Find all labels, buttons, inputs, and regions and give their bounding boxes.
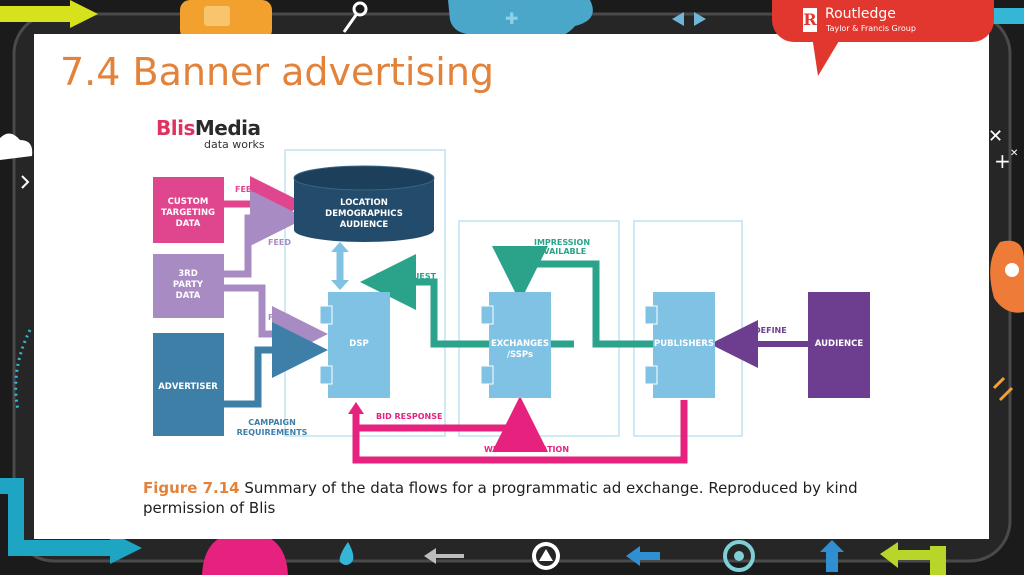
custom-label-3: DATA <box>176 219 201 229</box>
impression-label-2: AVAILABLE <box>538 247 586 256</box>
teal-arrow-icon <box>0 478 142 564</box>
win-notification-label: WIN NOTIFICATION <box>484 445 569 454</box>
publisher-name: Routledge <box>825 6 896 22</box>
feed-flow-third-party-db <box>224 190 306 278</box>
figure-caption-text: Summary of the data flows for a programm… <box>143 479 858 517</box>
blis-logo-name: Media <box>194 116 261 140</box>
database-label-1: LOCATION <box>340 198 388 208</box>
blis-logo-mark: Blis <box>156 116 195 140</box>
audience-label: AUDIENCE <box>815 339 864 349</box>
bid-response-label: BID RESPONSE <box>376 412 442 421</box>
advertiser-node <box>153 333 224 436</box>
target-icon <box>723 540 755 572</box>
third-party-label-3: DATA <box>176 291 201 301</box>
svg-text:✕: ✕ <box>988 126 1003 147</box>
custom-label-1: CUSTOM <box>168 197 209 207</box>
drop-icon <box>339 542 354 565</box>
up-arrow-icon <box>820 540 844 572</box>
left-arrow-icon <box>424 548 464 564</box>
left-cloud-icon <box>0 133 33 189</box>
figure-caption: Figure 7.14 Summary of the data flows fo… <box>143 478 863 518</box>
key-icon <box>342 1 368 33</box>
win-notification-flow <box>352 400 688 464</box>
blue-left-arrow-icon <box>626 546 660 566</box>
database-label-3: AUDIENCE <box>340 220 389 230</box>
database-label-2: DEMOGRAPHICS <box>325 209 403 219</box>
chevrons-icon <box>672 12 706 26</box>
impression-label-1: IMPRESSION <box>534 238 590 247</box>
blis-logo: BlisMedia data works <box>156 116 265 151</box>
feed-label-2: FEED <box>268 238 291 247</box>
slide-title: 7.4 Banner advertising <box>60 50 495 94</box>
feed-label-1: FEED <box>235 185 258 194</box>
advertiser-label: ADVERTISER <box>158 382 218 392</box>
impression-flow <box>492 246 654 348</box>
dsp-node <box>319 292 390 398</box>
db-dsp-arrowheads <box>331 242 349 290</box>
custom-targeting-node <box>153 177 224 243</box>
feed-label-3: FEED <box>268 313 291 322</box>
svg-text:✕: ✕ <box>1010 148 1018 159</box>
third-party-node <box>153 254 224 318</box>
close-plus-icon: ✕ + ✕ <box>988 126 1018 173</box>
dsp-label: DSP <box>349 339 368 349</box>
figure-number: Figure 7.14 <box>143 479 240 497</box>
exchanges-node <box>480 292 551 398</box>
blis-logo-tagline: data works <box>204 138 265 151</box>
badge-tail <box>812 36 842 76</box>
magenta-circle-icon <box>202 532 288 575</box>
third-party-label-1: 3RD <box>178 269 198 279</box>
define-label: DEFINE <box>754 326 787 335</box>
yellow-arrow-icon <box>0 0 98 28</box>
campaign-label-2: REQUIREMENTS <box>237 428 308 437</box>
publishers-node <box>644 292 715 398</box>
campaign-label-1: CAMPAIGN <box>248 418 296 427</box>
feed-flow-third-party-dsp <box>224 284 328 362</box>
exchanges-label-1: EXCHANGES <box>491 339 549 349</box>
campaign-flow <box>224 322 328 408</box>
publishers-label: PUBLISHERS <box>654 339 714 349</box>
green-arrow-icon <box>880 542 946 575</box>
audience-node <box>808 292 870 398</box>
exchanges-label-2: /SSPs <box>507 350 533 360</box>
person-pin-icon <box>990 240 1024 313</box>
svg-text:+: + <box>994 149 1011 173</box>
win-arrowhead <box>348 402 364 414</box>
publisher-tagline: Taylor & Francis Group <box>826 24 916 33</box>
orange-arrows-icon <box>992 376 1014 402</box>
svg-text:✚: ✚ <box>505 9 518 28</box>
bid-request-label: BID REQUEST <box>376 272 437 281</box>
dsp-group-frame <box>284 149 446 437</box>
custom-label-2: TARGETING <box>161 208 215 218</box>
home-button-icon <box>532 542 560 570</box>
database-node <box>293 165 435 242</box>
third-party-label-2: PARTY <box>173 280 204 290</box>
routledge-logo-icon: R <box>803 8 817 32</box>
